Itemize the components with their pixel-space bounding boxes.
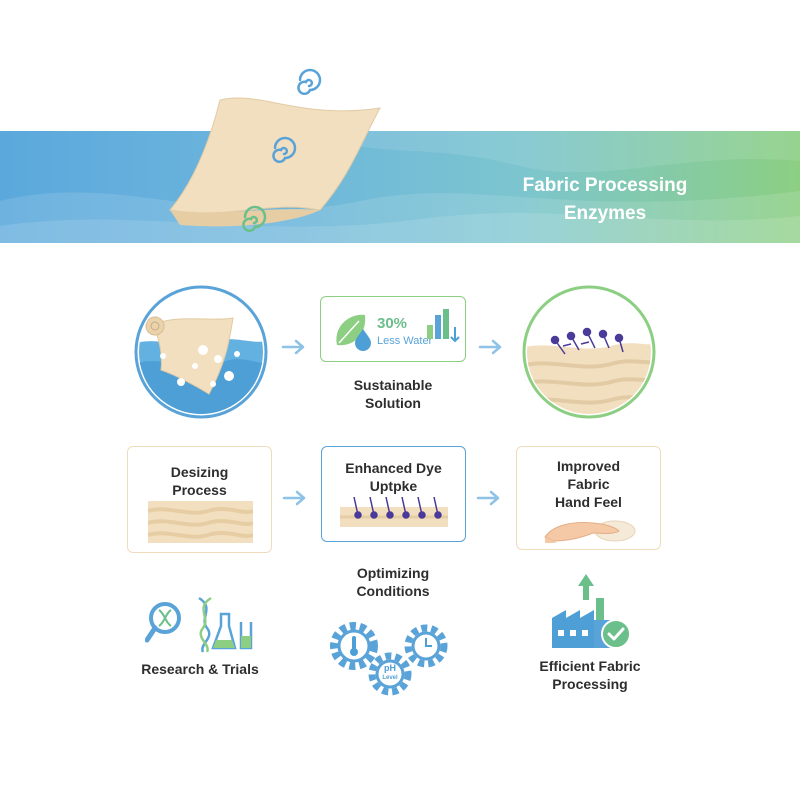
- leaf-water-drop-icon: [336, 314, 371, 351]
- fabric-sheet-illustration: [169, 68, 381, 232]
- sustainable-solution-label: Sustainable Solution: [353, 377, 433, 411]
- ph-level-badge: pH Level: [382, 663, 398, 681]
- enzyme-swirl-icon: [242, 205, 267, 232]
- banner-title: Fabric Processing Enzymes: [495, 172, 715, 228]
- dyed-fabric-circle: [522, 285, 656, 419]
- hand-on-fabric-icon: [544, 520, 636, 543]
- enzyme-swirl-icon: [297, 68, 322, 95]
- header-banner: [0, 131, 800, 243]
- flask-icon: [211, 612, 253, 650]
- optimizing-conditions-label: Optimizing Conditions: [356, 565, 430, 599]
- improved-hand-feel-label: Improved Fabric Hand Feel: [555, 458, 622, 510]
- arrow-up-icon: [578, 574, 594, 600]
- banner-title-line2: Enzymes: [563, 203, 647, 224]
- water-savings-percent: 30%: [377, 315, 408, 332]
- desizing-process-label: Desizing Process: [170, 464, 229, 498]
- enhanced-dye-uptake-card: Enhanced Dye Uptpke: [321, 446, 466, 542]
- arrow-right-icon: [281, 339, 305, 355]
- bar-chart-icon: [427, 309, 460, 343]
- dna-icon: [198, 596, 212, 653]
- arrow-right-icon: [478, 339, 502, 355]
- enhanced-dye-uptake-label: Enhanced Dye Uptpke: [345, 460, 442, 494]
- thermometer-gear-icon: [330, 622, 378, 670]
- efficient-processing-label: Efficient Fabric Processing: [539, 658, 641, 692]
- factory-check-icon: [552, 574, 631, 649]
- clock-gear-icon: [404, 624, 448, 668]
- research-lab-icons: [145, 596, 253, 653]
- fabric-swatch-icon: [148, 501, 253, 543]
- dye-molecules-fabric-icon: [340, 496, 448, 527]
- banner-waves: [0, 131, 800, 243]
- research-trials-label: Research & Trials: [141, 661, 259, 677]
- enzyme-swirl-icon: [272, 136, 297, 163]
- less-water-card: 30% Less Water: [320, 296, 466, 362]
- gears-icon: [330, 622, 448, 696]
- improved-hand-feel-card: Improved Fabric Hand Feel: [516, 446, 661, 550]
- arrow-right-icon: [282, 490, 306, 506]
- arrow-right-icon: [476, 490, 500, 506]
- water-savings-caption: Less Water: [377, 335, 433, 347]
- desizing-process-card: Desizing Process: [127, 446, 272, 553]
- fabric-in-water-circle: [134, 285, 268, 419]
- banner-title-line1: Fabric Processing: [522, 175, 688, 196]
- magnifier-icon: [145, 602, 181, 643]
- checkmark-icon: [601, 619, 631, 649]
- ph-gear-icon: [368, 652, 412, 696]
